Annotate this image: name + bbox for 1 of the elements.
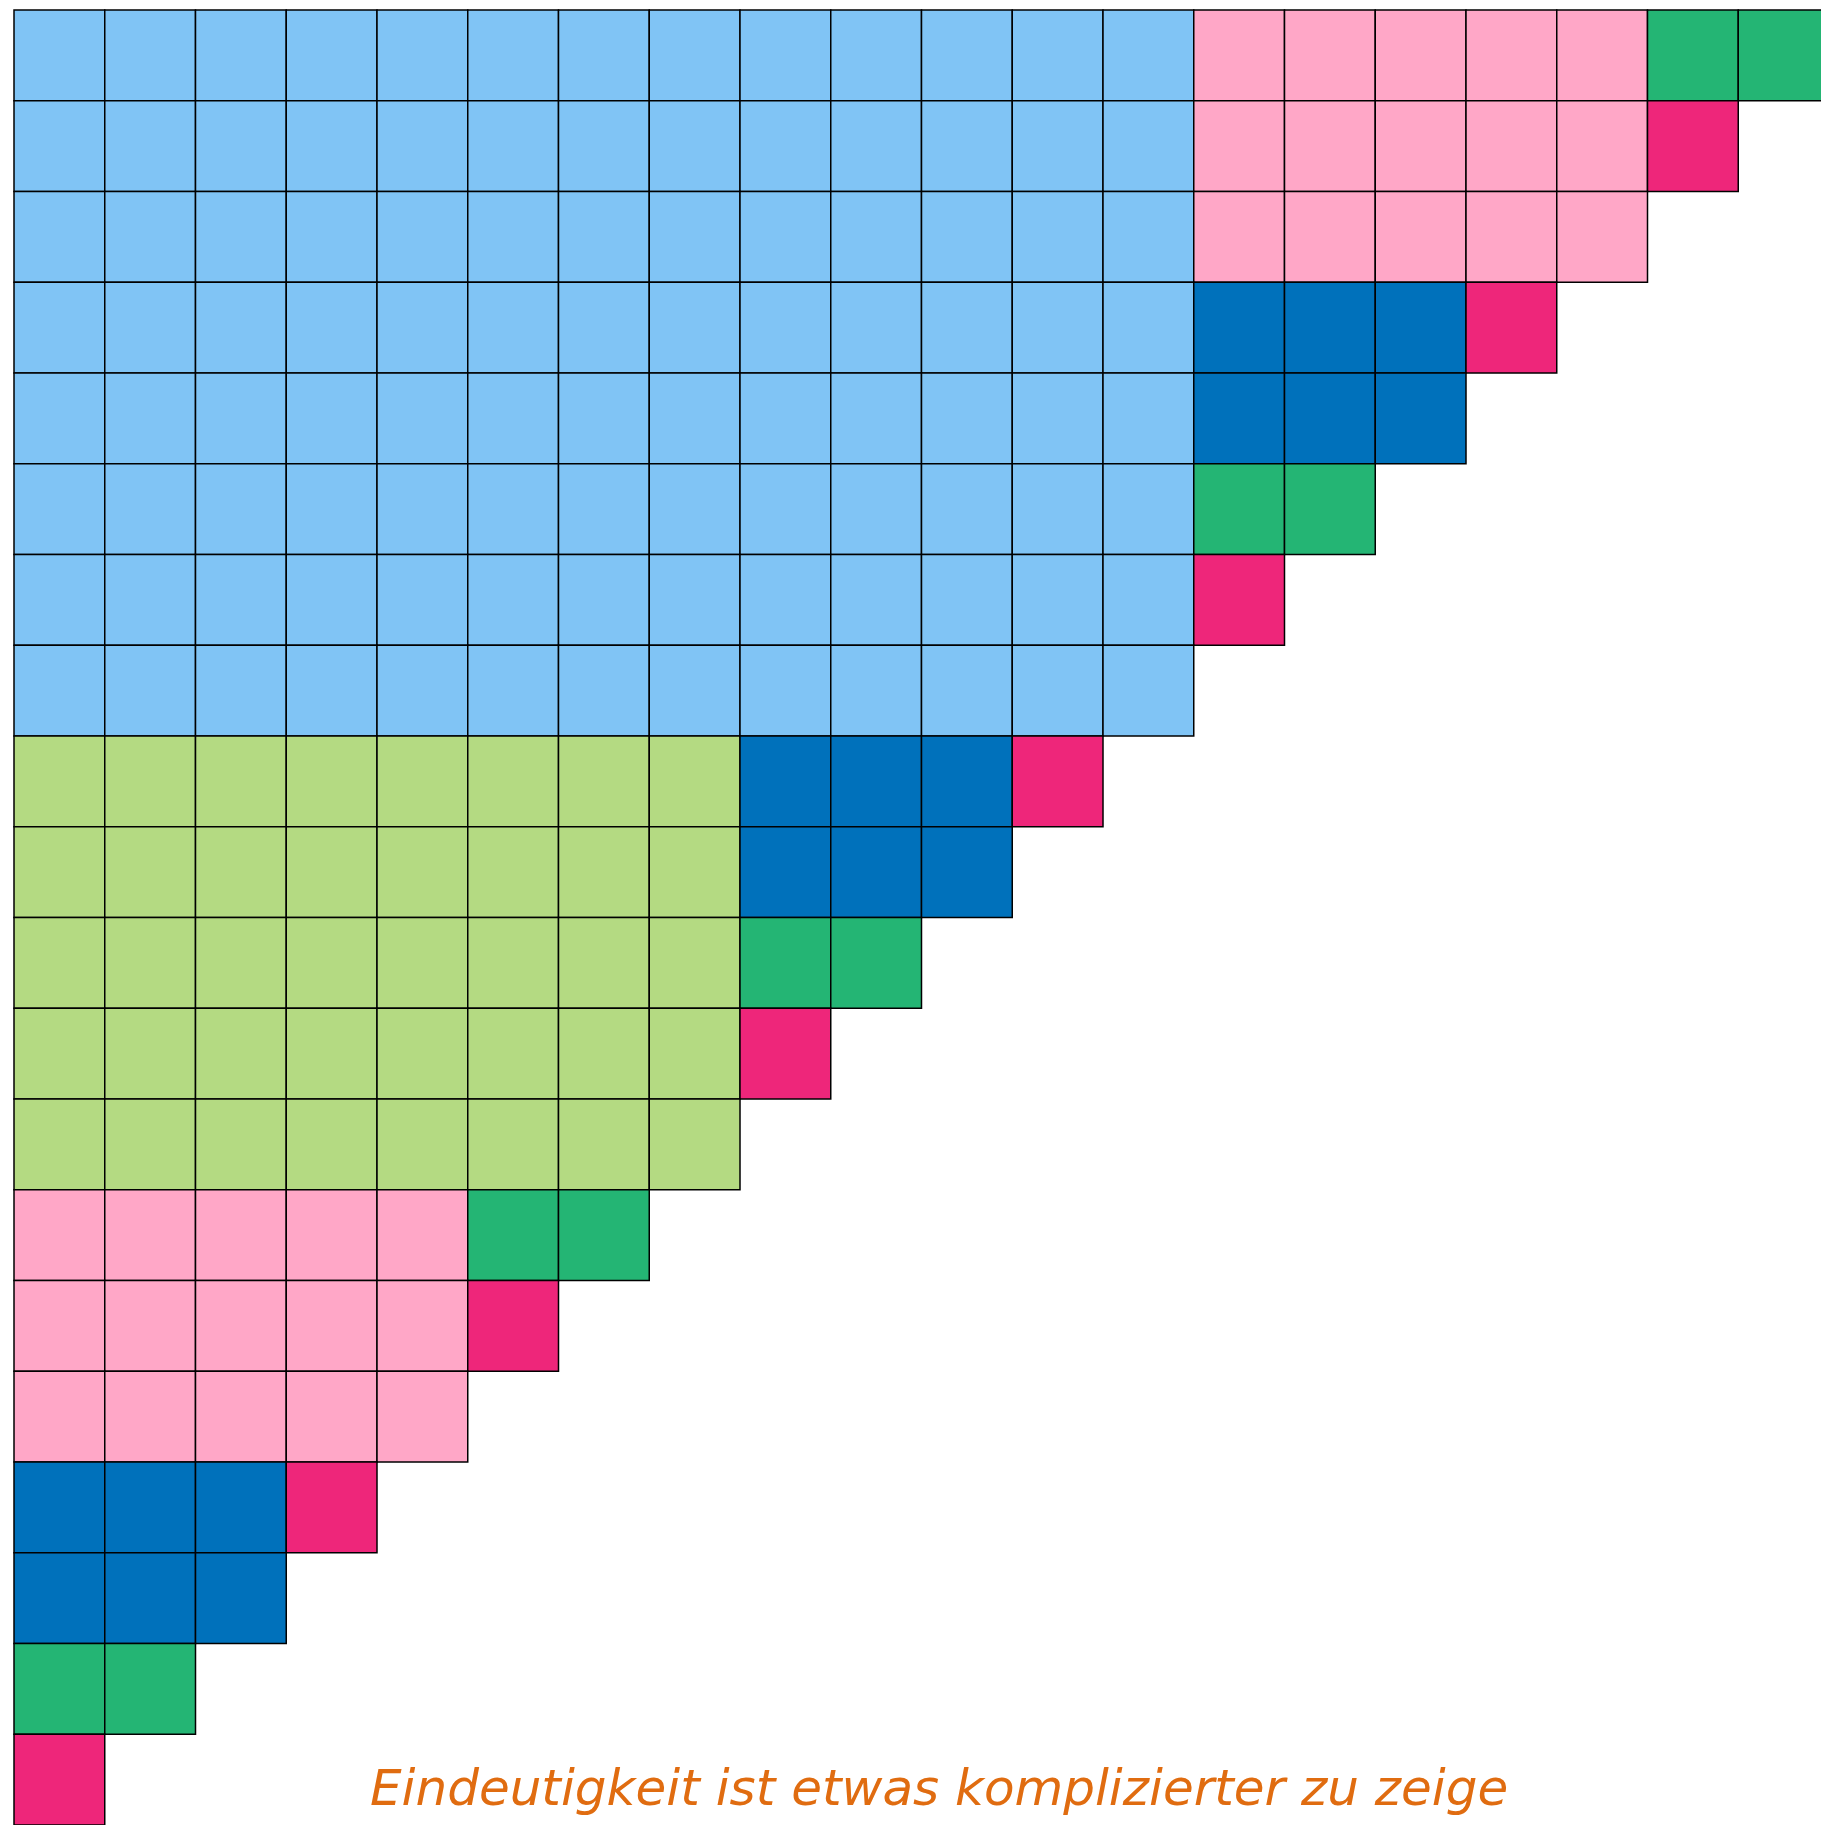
- caption: Eindeutigkeit ist etwas komplizierter zu zeige: [370, 1758, 1509, 1818]
